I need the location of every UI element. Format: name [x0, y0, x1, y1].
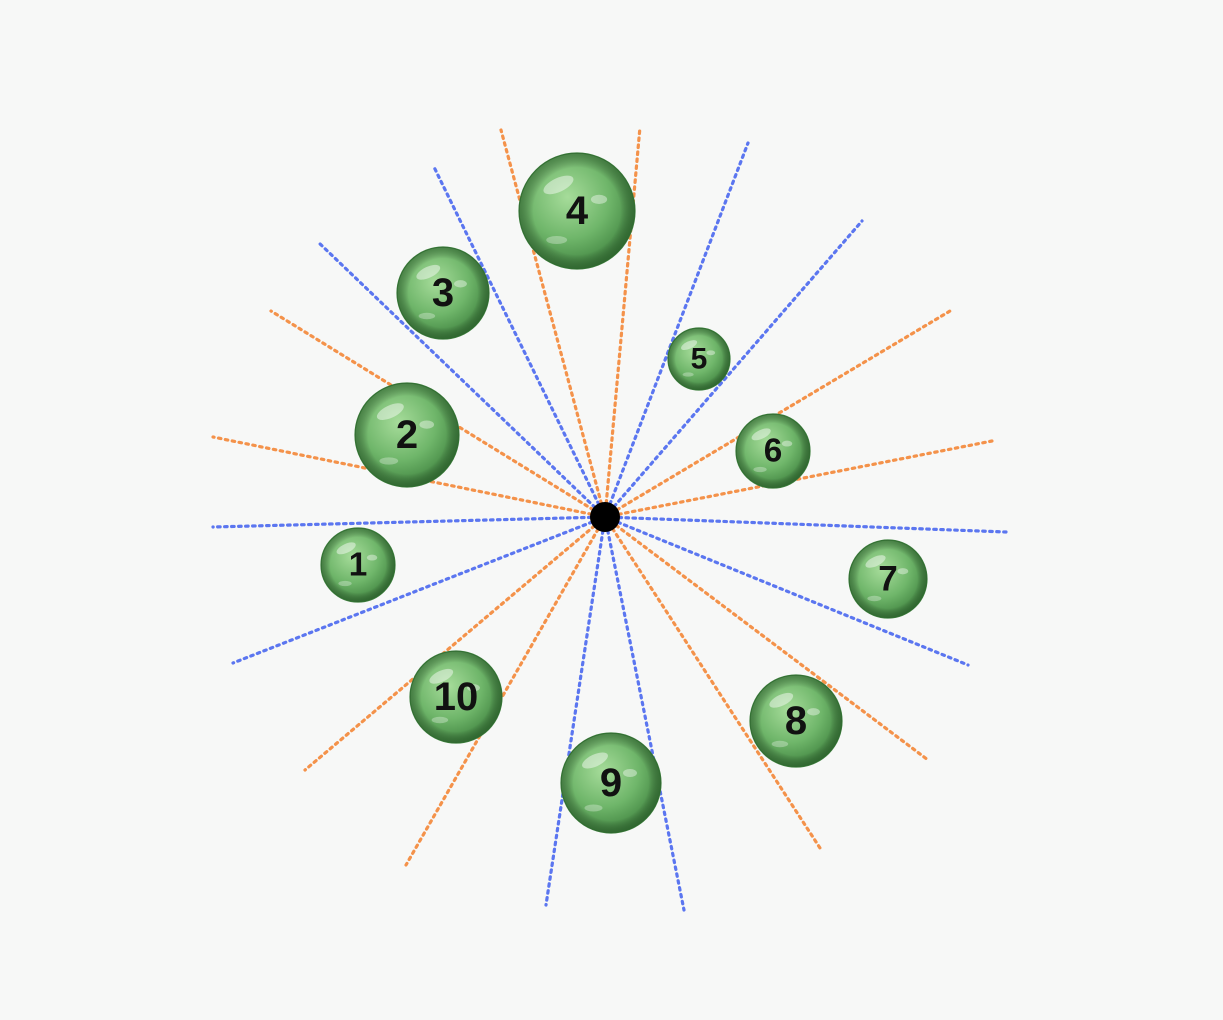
ball-label: 5	[691, 343, 708, 376]
blue-dotted-ray	[315, 239, 607, 519]
ball-label: 2	[396, 413, 418, 457]
orange-dotted-ray	[603, 439, 994, 519]
ball-3: 3	[396, 246, 490, 340]
orange-dotted-ray	[603, 515, 930, 762]
ball-4: 4	[518, 152, 636, 270]
orange-dotted-ray	[404, 515, 607, 867]
blue-dotted-ray	[603, 515, 970, 667]
ball-label: 10	[434, 675, 479, 719]
ball-7: 7	[848, 539, 928, 619]
ball-label: 9	[600, 761, 622, 805]
blue-dotted-ray	[231, 515, 607, 665]
ball-label: 3	[432, 271, 454, 315]
blue-dotted-ray	[544, 515, 607, 907]
ball-label: 7	[878, 560, 898, 599]
ball-2: 2	[354, 382, 460, 488]
ball-8: 8	[749, 674, 843, 768]
blue-dotted-ray	[603, 515, 686, 912]
ball-9: 9	[560, 732, 662, 834]
ball-6: 6	[735, 413, 811, 489]
ball-label: 6	[764, 433, 783, 470]
orange-dotted-ray	[603, 309, 952, 519]
blue-dotted-ray	[431, 163, 607, 519]
ball-1: 1	[320, 527, 396, 603]
blue-dotted-ray	[211, 515, 607, 529]
ball-5: 5	[667, 327, 731, 391]
ball-label: 1	[349, 547, 368, 584]
orange-dotted-ray	[603, 515, 822, 850]
orange-dotted-ray	[603, 125, 642, 519]
blue-dotted-ray	[603, 515, 1008, 534]
ball-10: 10	[409, 650, 503, 744]
blue-dotted-ray	[603, 141, 750, 519]
orange-dotted-ray	[499, 128, 607, 519]
center-dot	[590, 502, 620, 532]
blue-dotted-ray	[603, 219, 864, 519]
orange-dotted-ray	[303, 515, 607, 772]
ball-label: 8	[785, 699, 807, 743]
ball-label: 4	[566, 189, 589, 233]
balls-group: 1 2 3 4 5 6 7 8 9 10	[320, 152, 928, 834]
